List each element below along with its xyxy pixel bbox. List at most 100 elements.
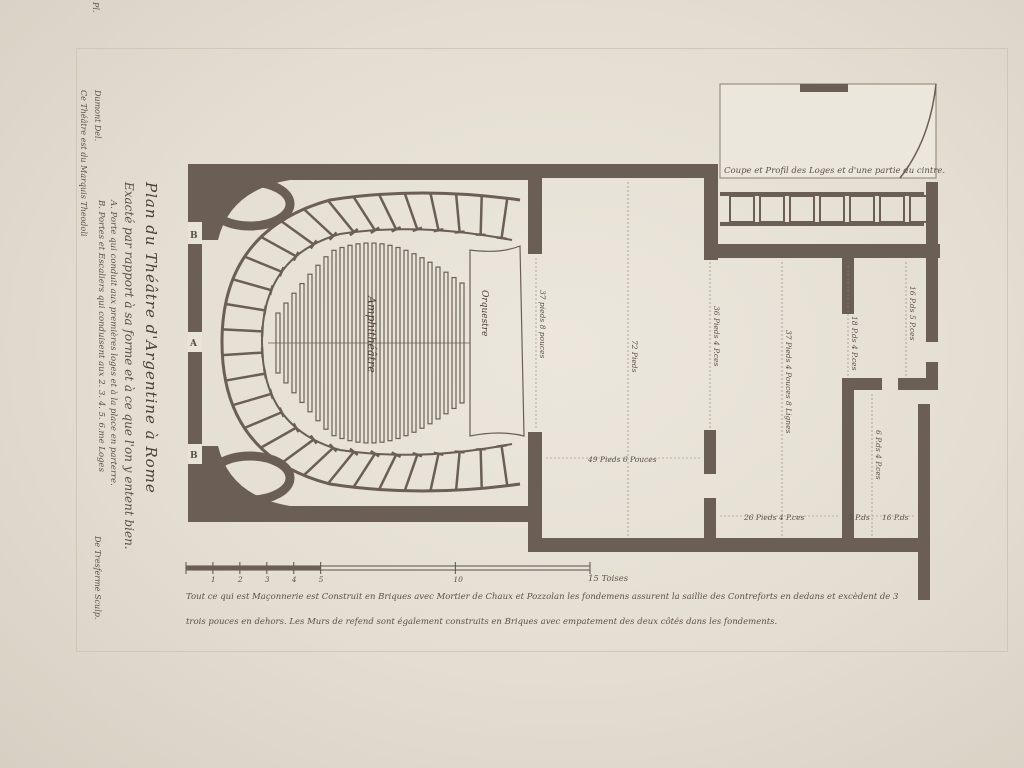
box-partition	[260, 235, 297, 258]
door-gap-a	[188, 332, 202, 352]
scale-tick-label: 10	[453, 575, 463, 584]
wall-segment	[704, 244, 940, 258]
box-front	[349, 447, 359, 456]
wall-segment	[528, 164, 718, 178]
scale-tick-label: 1	[211, 575, 216, 584]
box-front	[496, 236, 507, 240]
section-box	[729, 195, 755, 223]
box-partition	[429, 453, 440, 492]
construction-note-line1: Tout ce qui est Maçonnerie est Construit…	[186, 592, 899, 602]
box-partition	[243, 411, 283, 430]
wall-segment	[528, 432, 542, 552]
dimension-label: 37 pieds 8 pouces	[538, 290, 547, 359]
box-partition	[327, 199, 355, 233]
box-partition	[352, 453, 377, 488]
scale-unit-label: 15 Toises	[588, 574, 629, 584]
wall-segment	[188, 164, 542, 180]
box-front	[433, 451, 444, 457]
scale-tick-label: 2	[237, 575, 243, 584]
box-partition	[232, 278, 272, 292]
box-partition	[225, 302, 266, 312]
stair-mass	[202, 180, 290, 240]
corner-staircases	[205, 177, 295, 505]
box-partition	[222, 328, 263, 333]
dimension-label: 37 Pieds 4 Pouces 8 Lignes	[784, 330, 793, 434]
door-label-a: A	[189, 339, 198, 349]
box-front	[268, 285, 274, 296]
label-orchestre: Orquestre	[479, 290, 489, 336]
section-box	[849, 195, 875, 223]
box-partition	[377, 454, 398, 491]
section-boxes	[729, 195, 935, 223]
label-amphitheatre: Amphithéâtre	[365, 295, 378, 373]
wall-pier	[704, 430, 716, 474]
door-label-b: B	[190, 451, 198, 461]
wall-segment	[842, 378, 882, 390]
box-partition	[303, 208, 334, 238]
door-gap-b-top	[188, 222, 202, 244]
box-partition	[454, 193, 461, 233]
dimension-label: 16 P.ds	[882, 513, 909, 522]
box-front	[268, 388, 274, 399]
box-front	[454, 450, 465, 454]
door-label-b: B	[190, 231, 198, 241]
box-partition	[222, 351, 263, 357]
dimension-label: 72 Pieds	[630, 340, 639, 373]
box-front	[292, 422, 300, 433]
box-front	[309, 434, 318, 445]
box-partition	[244, 255, 283, 273]
dimension-label: 7 P.ds	[848, 513, 870, 522]
wall-segment	[704, 164, 718, 260]
construction-note-line2: trois pouces en dehors. Les Murs de refe…	[186, 617, 778, 627]
scale-tick-label: 5	[319, 575, 324, 584]
box-partition	[454, 451, 461, 491]
wall-segment	[898, 378, 934, 390]
dimension-label: 49 Pieds 6 Pouces	[587, 455, 657, 464]
box-partitions	[222, 192, 509, 492]
dimension-lines	[535, 182, 916, 536]
box-partition	[403, 454, 419, 492]
door-gap-b-bottom	[188, 444, 202, 464]
box-front	[260, 347, 264, 358]
box-front	[278, 266, 285, 277]
box-partition	[280, 220, 315, 246]
boxes-outer-wall	[220, 191, 521, 493]
wall-segment	[926, 182, 938, 342]
box-front	[391, 451, 402, 459]
box-front	[412, 226, 423, 233]
box-partition	[500, 198, 509, 239]
section-caption: Coupe et Profil des Loges et d'une parti…	[724, 166, 946, 176]
section-curve	[899, 83, 937, 179]
section-box	[879, 195, 905, 223]
wall-segment	[188, 506, 542, 522]
wall-segment	[528, 538, 918, 552]
box-front	[349, 228, 359, 237]
orchestra-pit	[469, 245, 525, 437]
box-partition	[280, 438, 315, 465]
box-partition	[327, 451, 355, 485]
box-partition	[479, 449, 483, 489]
box-front	[292, 251, 300, 262]
section-box	[819, 195, 845, 223]
box-partition	[377, 193, 398, 230]
box-front	[496, 444, 507, 448]
wall-segment	[918, 404, 930, 600]
box-front	[433, 227, 444, 233]
dimension-label: 18 P.ds 4 P.ces	[850, 316, 859, 371]
staircase-bottom	[205, 451, 295, 505]
box-front	[278, 407, 285, 418]
wall-segment	[926, 362, 938, 390]
section-box	[759, 195, 785, 223]
box-partition	[302, 446, 334, 477]
box-partition	[260, 426, 297, 449]
section-cornice	[800, 84, 848, 92]
plate-border	[76, 48, 1008, 652]
staircase-top	[205, 177, 295, 231]
box-front	[454, 230, 465, 234]
box-front	[328, 443, 338, 453]
box-partition	[429, 192, 440, 231]
box-partition	[500, 445, 509, 486]
